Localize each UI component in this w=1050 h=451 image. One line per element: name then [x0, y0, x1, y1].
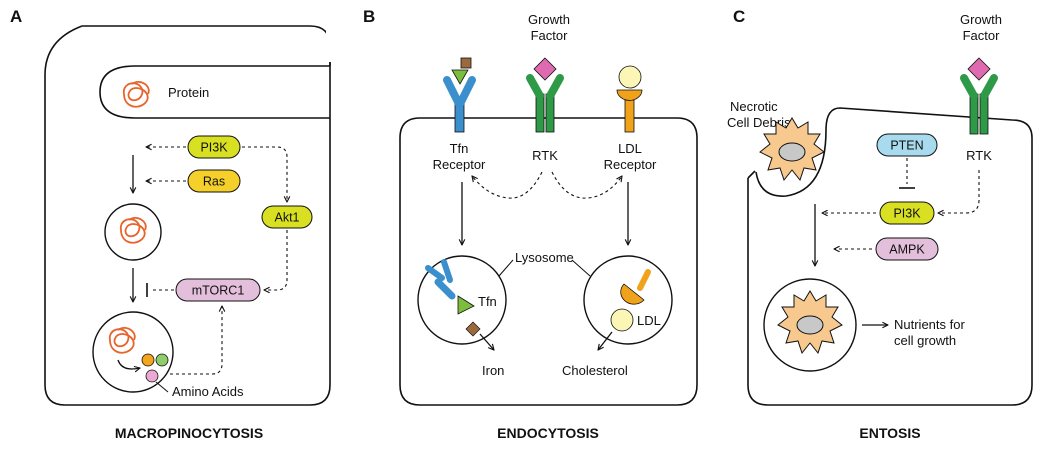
rtk-label: RTK	[532, 148, 558, 163]
rtk-to-ldl-receptor	[551, 171, 622, 199]
panel-a-title: MACROPINOCYTOSIS	[115, 425, 263, 441]
nutrients-label-2: cell growth	[894, 333, 956, 348]
transferrin-icon	[451, 69, 469, 85]
pten-pill	[876, 133, 938, 157]
ldl-receptor-label-1: LDL	[618, 141, 642, 156]
pi3k-c-label: PI3K	[893, 207, 921, 221]
rtk-to-tfn-receptor	[472, 171, 543, 199]
necrotic-cell-debris	[759, 117, 825, 182]
panel-c-letter: C	[733, 7, 745, 26]
panel-b-letter: B	[363, 7, 375, 26]
pi3k-label: PI3K	[200, 141, 228, 155]
protein-icon	[122, 81, 150, 108]
growth-factor-c-label-2: Factor	[963, 28, 1001, 43]
ras-label: Ras	[203, 175, 225, 189]
pi3k-c-pill	[879, 201, 935, 225]
necrotic-label-2: Cell Debris	[727, 115, 791, 130]
cholesterol-label: Cholesterol	[562, 363, 628, 378]
amino-acid-pink	[145, 369, 159, 383]
cholesterol-release-arrow	[598, 331, 613, 350]
engulfed-cell	[777, 290, 843, 354]
iron-icon	[460, 57, 472, 69]
pi3k-pill	[187, 135, 241, 159]
ldl-receptor-internal	[620, 269, 651, 305]
amino-acid-orange	[141, 353, 155, 367]
akt1-to-mtorc1	[264, 230, 288, 290]
degradation-arrow	[117, 359, 140, 369]
engulfment-cup-edge	[747, 170, 756, 179]
transferrin-internal	[457, 295, 475, 315]
pi3k-to-akt1	[242, 146, 287, 202]
ldl-receptor-label-2: Receptor	[604, 157, 657, 172]
tfn-receptor-label-2: Receptor	[433, 157, 486, 172]
rtk-receptor	[526, 57, 564, 133]
nutrients-label-1: Nutrients for	[894, 317, 965, 332]
ldl-label: LDL	[637, 313, 661, 328]
ampk-pill	[875, 237, 939, 261]
protein-label: Protein	[168, 85, 209, 100]
ampk-label: AMPK	[889, 243, 925, 257]
panel-b: B Tfn Receptor Growth Factor RTK	[363, 7, 698, 441]
rtk-c-label: RTK	[966, 148, 992, 163]
amino-acid-green	[155, 353, 169, 367]
macropinosome	[104, 203, 162, 261]
pten-label: PTEN	[890, 139, 923, 153]
rtk-to-pi3k	[938, 170, 980, 213]
panel-a: A Protein Amino Acids PI3K Ras Akt1 mTOR…	[10, 7, 336, 441]
rtk-receptor-c	[960, 57, 998, 135]
akt1-pill	[261, 205, 313, 229]
mtorc1-pill	[175, 278, 261, 302]
endocytosis-cell-membrane	[399, 117, 698, 406]
macropinolysosome	[92, 311, 174, 393]
tfn-receptor	[443, 57, 476, 133]
entosis-cell-membrane	[747, 107, 1033, 406]
amino-acids-label: Amino Acids	[172, 384, 244, 399]
lysosome-leader-left	[498, 259, 514, 277]
mtorc1-label: mTORC1	[192, 284, 245, 298]
tfn-receptor-label-1: Tfn	[450, 141, 469, 156]
lysosome-leader-right	[571, 259, 591, 277]
tfn-label: Tfn	[478, 294, 497, 309]
panel-c: C Necrotic Cell Debris Growth Factor RTK…	[727, 7, 1033, 441]
lysosome-label: Lysosome	[515, 250, 574, 265]
iron-internal	[465, 321, 481, 337]
tfn-receptor-internal	[425, 259, 456, 300]
amino-acids-leader	[155, 381, 169, 393]
membrane-ruffle-gap	[326, 20, 336, 62]
iron-label: Iron	[482, 363, 504, 378]
growth-factor-c-label-1: Growth	[960, 12, 1002, 27]
ras-pill	[187, 169, 241, 193]
panel-a-letter: A	[10, 7, 22, 26]
iron-release-arrow	[479, 333, 494, 350]
amino-acids-to-mtorc1	[170, 306, 222, 375]
panel-c-title: ENTOSIS	[859, 425, 920, 441]
panel-b-title: ENDOCYTOSIS	[497, 425, 599, 441]
akt1-label: Akt1	[274, 211, 299, 225]
ldl-receptor	[616, 65, 643, 133]
growth-factor-label-1: Growth	[528, 12, 570, 27]
necrotic-label-1: Necrotic	[730, 99, 778, 114]
ldl-internal	[610, 308, 634, 332]
growth-factor-icon	[533, 57, 557, 81]
growth-factor-label-2: Factor	[531, 28, 569, 43]
ldl-icon	[618, 65, 642, 89]
growth-factor-c-icon	[967, 57, 991, 81]
